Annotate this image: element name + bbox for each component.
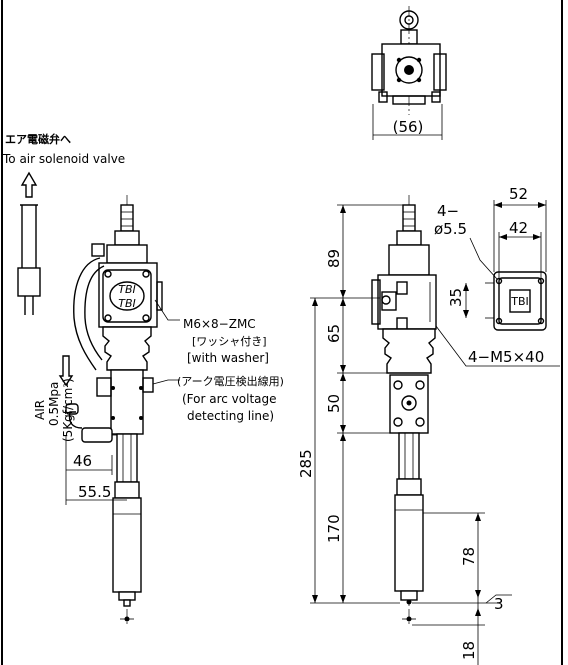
torch-side-view: TBI TBI	[65, 195, 163, 625]
air-arrow-up-icon	[20, 171, 38, 198]
air-spec-2: 0.5Mpa	[47, 382, 61, 426]
dim-55-5: 55.5	[78, 483, 111, 501]
bolt-spec: 4−M5×40	[468, 348, 544, 366]
mount-face-view: TBI	[485, 271, 547, 331]
dim-89: 89	[325, 249, 343, 268]
dim-65: 65	[325, 324, 343, 343]
dim-170: 170	[325, 514, 343, 543]
top-view: (56)	[371, 6, 447, 140]
dim-46: 46	[73, 452, 92, 470]
dim-3: 3	[494, 595, 504, 613]
arc-en-2: detecting line)	[187, 409, 274, 423]
svg-text:TBI: TBI	[510, 295, 529, 308]
svg-text:TBI: TBI	[118, 283, 136, 296]
air-note-jp: エア電磁弁へ	[5, 132, 71, 146]
svg-text:TBI: TBI	[118, 297, 136, 310]
air-note-en: To air solenoid valve	[2, 152, 125, 166]
vertical-dimensions	[310, 204, 405, 604]
air-spec-3: (5Kgf/cm²)	[61, 378, 75, 442]
dim-42: 42	[509, 219, 528, 237]
arc-en-1: (For arc voltage	[182, 392, 277, 406]
screw-spec: M6×8−ZMC	[183, 317, 256, 331]
torch-front-view	[371, 195, 437, 625]
dim-18: 18	[460, 641, 478, 660]
air-spec-1: AIR	[33, 400, 47, 420]
washer-en: [with washer]	[187, 351, 269, 365]
air-arrow-down-icon	[58, 355, 74, 387]
washer-jp: [ワッシャ付き]	[192, 335, 267, 348]
holes-dia: ø5.5	[434, 220, 467, 238]
air-hose	[17, 204, 41, 315]
dim-78: 78	[460, 547, 478, 566]
dim-285: 285	[297, 449, 315, 478]
dim-35: 35	[447, 288, 465, 307]
dim-52: 52	[509, 185, 528, 203]
dim-top-width: (56)	[393, 118, 424, 136]
holes-count: 4−	[437, 202, 459, 220]
dim-50: 50	[325, 394, 343, 413]
arc-jp: (アーク電圧検出線用)	[177, 374, 284, 388]
